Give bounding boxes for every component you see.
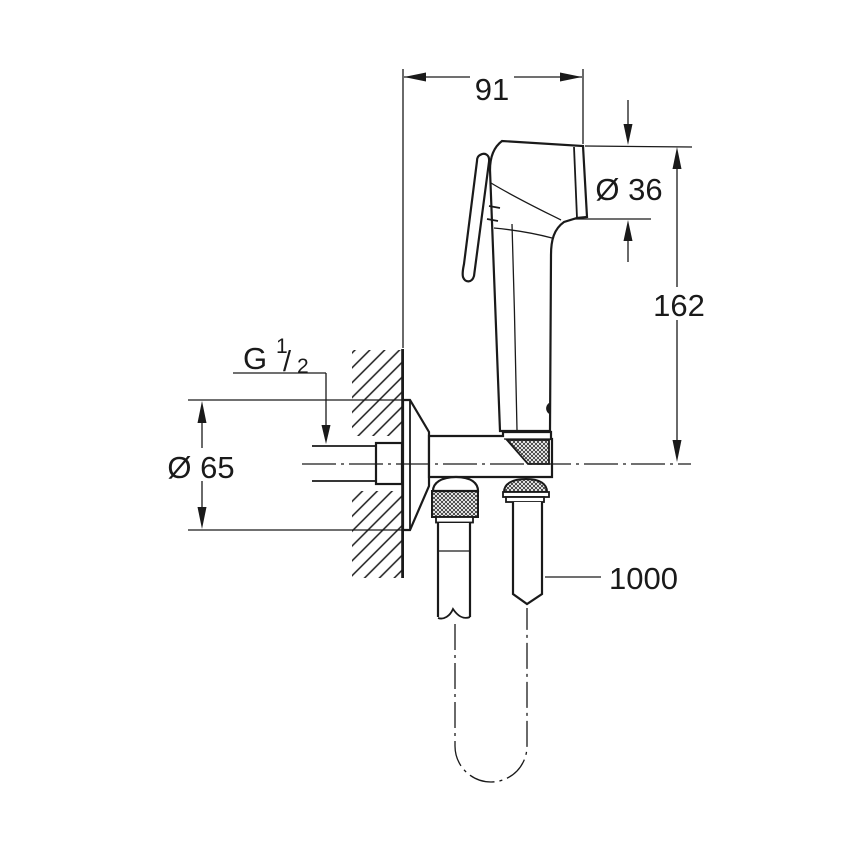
- trigger-lever: [461, 152, 491, 283]
- trigger-bracket-line-1: [488, 205, 501, 209]
- tube-break-symbol: [437, 607, 471, 620]
- dim-label-1000: 1000: [609, 561, 678, 596]
- dimension-top-width: 91: [404, 72, 582, 107]
- dimension-overall-height: 162: [653, 147, 705, 462]
- outlet-knurled-nut: [431, 490, 479, 518]
- valve-outlet: [431, 475, 480, 620]
- hose-flange-2: [505, 496, 545, 503]
- hose-connection: [502, 477, 550, 606]
- spray-outlet-nub: [546, 402, 551, 415]
- spray-handle-outline: [488, 139, 589, 433]
- outlet-flange: [435, 516, 474, 524]
- dim-label-162: 162: [653, 288, 705, 323]
- hose-loop-centerline: [454, 608, 528, 783]
- spray-cap-inner-line: [573, 146, 578, 219]
- thread-label-g: G: [243, 341, 267, 376]
- dim-label-91: 91: [475, 72, 509, 107]
- trigger-bracket-line-2: [486, 218, 499, 222]
- dimension-hose-length: 1000: [545, 561, 678, 596]
- thread-label-denominator: 2: [297, 355, 309, 378]
- centerlines: [302, 463, 691, 783]
- handle-seam-vertical: [511, 223, 518, 431]
- outlet-dome: [431, 475, 480, 493]
- escutcheon: [401, 398, 431, 532]
- hose-tube: [511, 502, 544, 606]
- handle-seam-lower: [493, 227, 553, 239]
- dim-label-head-diameter: Ø 36: [595, 172, 662, 207]
- handle-seam-upper: [490, 182, 562, 221]
- hand-spray: [461, 139, 589, 465]
- wall-section: [352, 349, 405, 578]
- dimension-escutcheon-diameter: Ø 65: [167, 401, 235, 529]
- dim-label-escutcheon: Ø 65: [167, 450, 234, 485]
- thread-label-numerator: 1: [276, 335, 288, 358]
- thread-label-slash: /: [283, 346, 292, 378]
- hose-knurled-nut: [502, 477, 549, 493]
- dimension-head-diameter: Ø 36: [595, 100, 663, 262]
- dimension-thread: G 1 / 2: [233, 335, 331, 444]
